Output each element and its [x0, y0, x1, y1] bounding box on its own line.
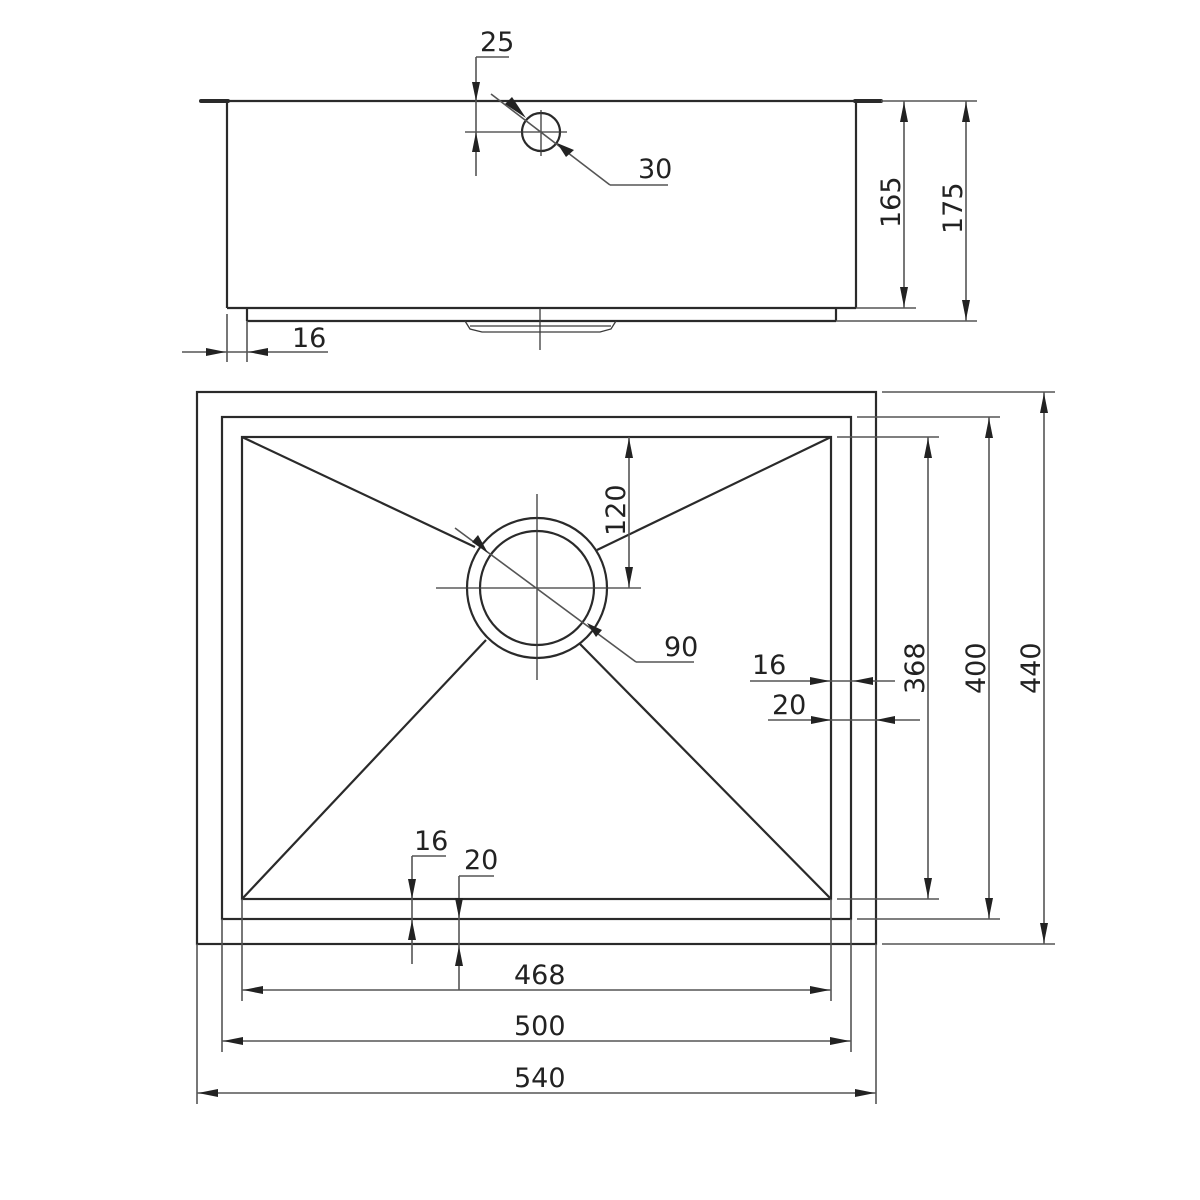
- slope-line: [241, 436, 476, 548]
- dim-right-flange-inner: 16: [752, 650, 786, 681]
- dim-flange-width: 16: [292, 323, 326, 354]
- slope-line: [579, 643, 832, 900]
- arrow-up: [472, 132, 480, 152]
- dim-drain-offset: 120: [601, 484, 632, 536]
- drain-fitting: [464, 320, 617, 333]
- side-view: 25 30 165 175 16: [182, 27, 977, 362]
- arrow-down: [472, 82, 480, 101]
- dim-bottom-flange-inner: 16: [414, 826, 448, 857]
- inner-rim: [220, 415, 853, 921]
- dim-overall-depth: 175: [938, 182, 969, 234]
- dim-bottom-flange-outer: 20: [464, 845, 498, 876]
- slope-line: [596, 436, 832, 551]
- arrow: [505, 97, 526, 118]
- dim-inner-width: 500: [514, 1011, 566, 1042]
- dim-bowl-length: 368: [900, 642, 931, 694]
- dim-overall-length: 440: [1016, 642, 1047, 694]
- bowl: [240, 435, 833, 901]
- dim-inner-depth: 165: [876, 176, 907, 228]
- dim-drain-diameter: 90: [664, 632, 698, 663]
- dim-inner-length: 400: [961, 642, 992, 694]
- dim-tap-offset: 25: [480, 27, 514, 58]
- dim-right-flange-outer: 20: [772, 690, 806, 721]
- dim-tap-diameter: 30: [638, 154, 672, 185]
- slope-line: [241, 639, 487, 900]
- outer-rim: [195, 390, 878, 946]
- top-view: 90 120 16 20 16 20 468: [195, 390, 1055, 1104]
- arrow: [557, 143, 574, 157]
- dim-bowl-width: 468: [514, 960, 566, 991]
- dim-overall-width: 540: [514, 1063, 566, 1094]
